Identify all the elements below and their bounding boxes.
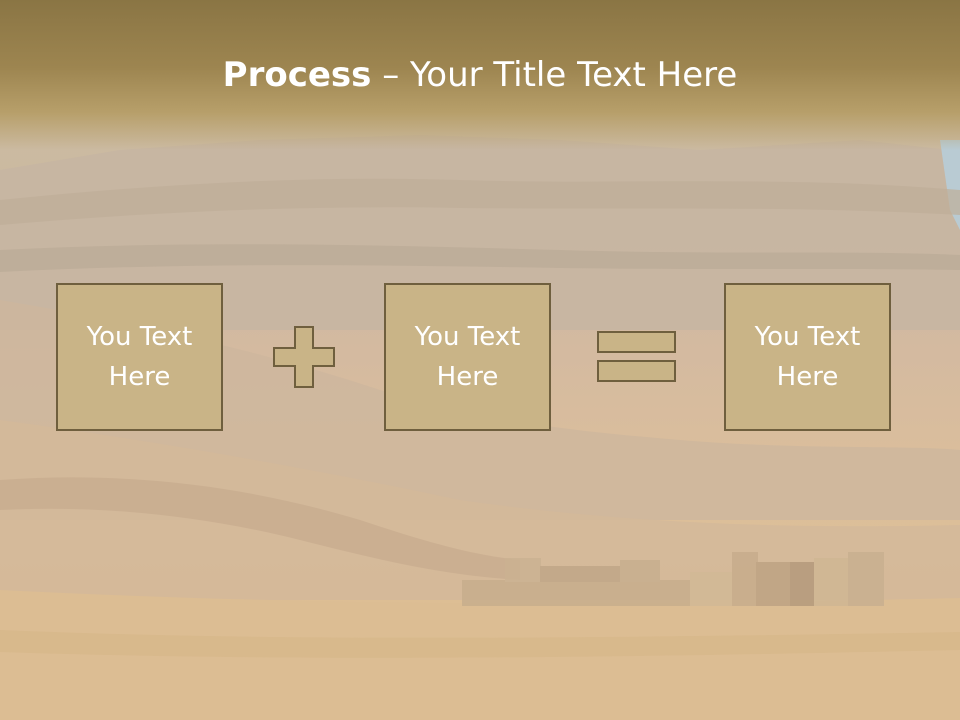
equals-icon [597, 331, 676, 382]
title-separator: – [371, 55, 411, 95]
text-box-3-label: You Text Here [754, 322, 861, 392]
slide-title: Process – Your Title Text Here [0, 52, 960, 98]
text-box-3[interactable]: You Text Here [724, 283, 891, 431]
text-box-2[interactable]: You Text Here [384, 283, 551, 431]
plus-icon [273, 326, 335, 388]
text-box-1-label: You Text Here [86, 322, 193, 392]
kasbah-silhouette [462, 552, 884, 606]
title-bold-text: Process [222, 55, 372, 95]
text-box-2-label: You Text Here [414, 322, 521, 392]
title-rest-text: Your Title Text Here [410, 55, 738, 95]
text-box-1[interactable]: You Text Here [56, 283, 223, 431]
title-band [0, 0, 960, 150]
